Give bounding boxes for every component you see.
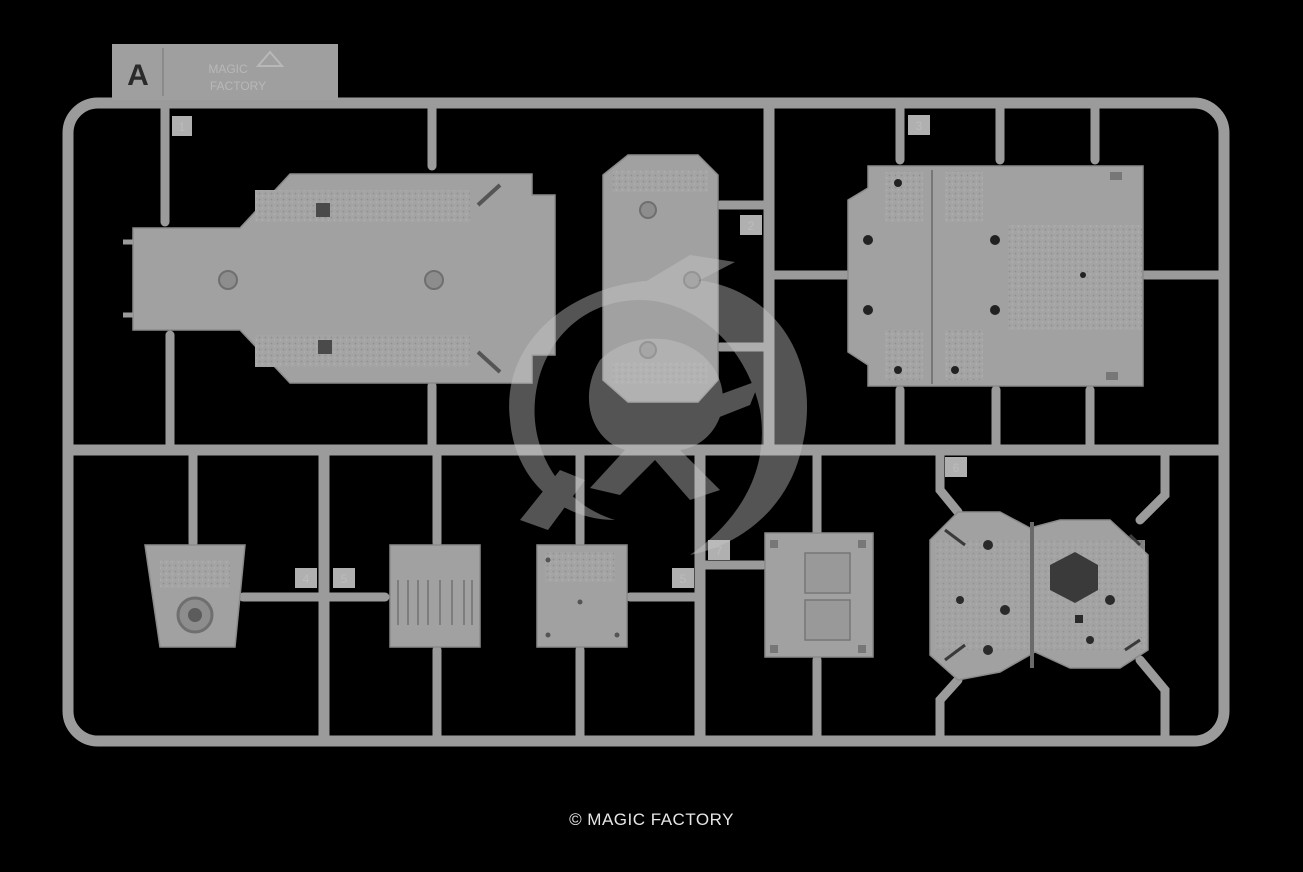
part-number-6: 6 [953, 461, 960, 475]
part-number-3: 3 [916, 119, 923, 133]
part-5-grille-plate [389, 544, 481, 648]
brand-line-1: MAGIC [208, 62, 248, 76]
brand-logo-icon [255, 50, 285, 67]
part-6-frame-plate [929, 511, 1149, 681]
part-number-tabs: 1 2 3 4 5 5 6 7 [172, 115, 967, 588]
sprue-letter: A [127, 59, 149, 92]
part-7-hatch-plate [764, 532, 874, 658]
part-number-4: 4 [303, 572, 310, 586]
copyright-text: © MAGIC FACTORY [569, 810, 734, 829]
part-5-small-plate [536, 544, 628, 648]
part-number-5b: 5 [680, 572, 687, 586]
sprue-frame [62, 97, 1230, 747]
part-4-mount [144, 544, 246, 648]
dragon-watermark-icon [509, 255, 808, 555]
part-number-1: 1 [179, 120, 186, 134]
part-2-plate [602, 154, 719, 403]
sprue-gates [160, 103, 1224, 741]
part-3-deck-plate [847, 165, 1144, 387]
sprue-letter-tag: A MAGIC FACTORY [112, 44, 338, 100]
part-number-7: 7 [716, 544, 723, 558]
part-number-2: 2 [748, 219, 755, 233]
part-1-hull-plate [123, 173, 556, 384]
brand-line-2: FACTORY [210, 79, 266, 93]
part-number-5: 5 [341, 572, 348, 586]
